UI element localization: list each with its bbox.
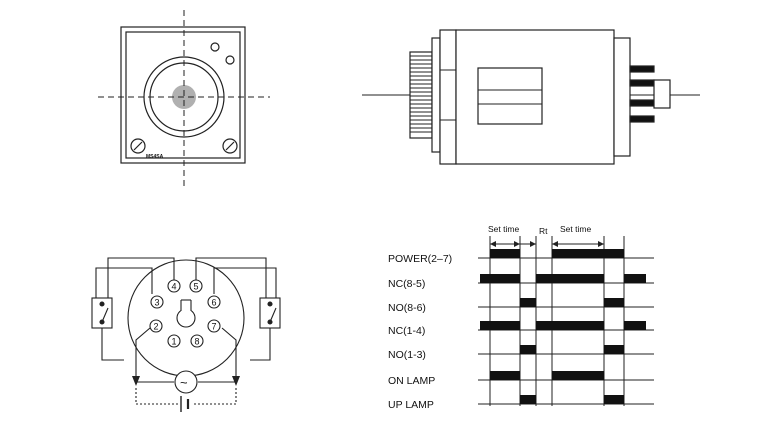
timing-row: NC(8-5) <box>388 274 654 290</box>
socket-pin-label: 2 <box>153 322 158 332</box>
socket-pin-label: 5 <box>193 282 198 292</box>
timing-high-pulse <box>520 395 536 404</box>
front-flange <box>431 37 441 153</box>
socket-pin-label: 8 <box>194 337 199 347</box>
socket-pin-8: 8 <box>190 334 204 348</box>
timing-high-pulse <box>624 274 646 283</box>
timing-row-label: NO(1-3) <box>388 349 426 361</box>
socket-pin-2: 2 <box>149 319 163 333</box>
timing-row-label: UP LAMP <box>388 399 434 411</box>
timing-high-pulse <box>480 274 520 283</box>
indicator-lamp-1 <box>210 42 220 52</box>
side-view <box>362 29 700 165</box>
timing-high-pulse <box>536 321 604 330</box>
ac-symbol: ~ <box>180 375 188 390</box>
timing-row-label: NO(8-6) <box>388 302 426 314</box>
front-inner-frame <box>125 31 241 159</box>
pin-3 <box>629 99 655 107</box>
socket-pins: 1 2 3 4 5 6 7 8 <box>149 279 221 348</box>
pin-4 <box>629 115 655 123</box>
socket-pin-6: 6 <box>207 295 221 309</box>
socket-pin-4: 4 <box>167 279 181 293</box>
socket-pin-label: 7 <box>211 322 216 332</box>
relay-base <box>613 37 631 157</box>
socket-pin-label: 6 <box>211 298 216 308</box>
mounting-screw-left <box>130 138 146 154</box>
timing-row-label: ON LAMP <box>388 375 435 387</box>
timing-high-pulse <box>604 395 624 404</box>
timing-high-pulse <box>490 249 520 258</box>
socket-wiring <box>91 257 281 412</box>
front-view <box>98 10 270 186</box>
timing-row-label: NC(8-5) <box>388 278 425 290</box>
timing-row: ON LAMP <box>388 371 654 387</box>
timing-row: POWER(2–7) <box>388 249 654 265</box>
pin-1 <box>629 65 655 73</box>
indicator-lamp-2 <box>225 55 235 65</box>
timing-high-pulse <box>536 274 604 283</box>
knurl-ridges <box>410 55 432 133</box>
socket-pin-label: 1 <box>171 337 176 347</box>
timing-high-pulse <box>552 249 624 258</box>
model-label: MS4SA <box>146 154 164 160</box>
timing-high-pulse <box>552 371 604 380</box>
ac-source <box>174 370 198 394</box>
timing-high-pulse <box>604 298 624 307</box>
front-outer-frame <box>120 26 246 164</box>
socket-pin-label: 4 <box>171 282 176 292</box>
pin-2 <box>629 79 655 87</box>
center-key <box>653 79 671 109</box>
timing-high-pulse <box>480 321 520 330</box>
timing-row: NO(8-6) <box>388 298 654 314</box>
reset-time-label: Rt <box>539 226 548 236</box>
set-time-label-2: Set time <box>560 224 591 234</box>
timing-high-pulse <box>520 345 536 354</box>
mounting-screw-right <box>222 138 238 154</box>
timing-row-label: POWER(2–7) <box>388 253 452 265</box>
timing-rows: POWER(2–7) NC(8-5) NO(8-6) NC(1-4) NO(1-3) ON… <box>388 249 654 411</box>
timing-high-pulse <box>604 345 624 354</box>
timing-high-pulse <box>624 321 646 330</box>
timing-row: UP LAMP <box>388 395 654 411</box>
body-window <box>477 67 543 125</box>
socket-pin-5: 5 <box>189 279 203 293</box>
set-time-label-1: Set time <box>488 224 519 234</box>
timing-row: NO(1-3) <box>388 345 654 361</box>
knurled-knob <box>409 51 433 139</box>
socket-pin-7: 7 <box>207 319 221 333</box>
timing-high-pulse <box>520 298 536 307</box>
front-bezel <box>439 29 457 165</box>
timing-row-label: NC(1-4) <box>388 325 425 337</box>
socket-pin-label: 3 <box>154 298 159 308</box>
timing-row: NC(1-4) <box>388 321 654 337</box>
socket-pin-3: 3 <box>150 295 164 309</box>
socket-pin-1: 1 <box>167 334 181 348</box>
timing-high-pulse <box>490 371 520 380</box>
